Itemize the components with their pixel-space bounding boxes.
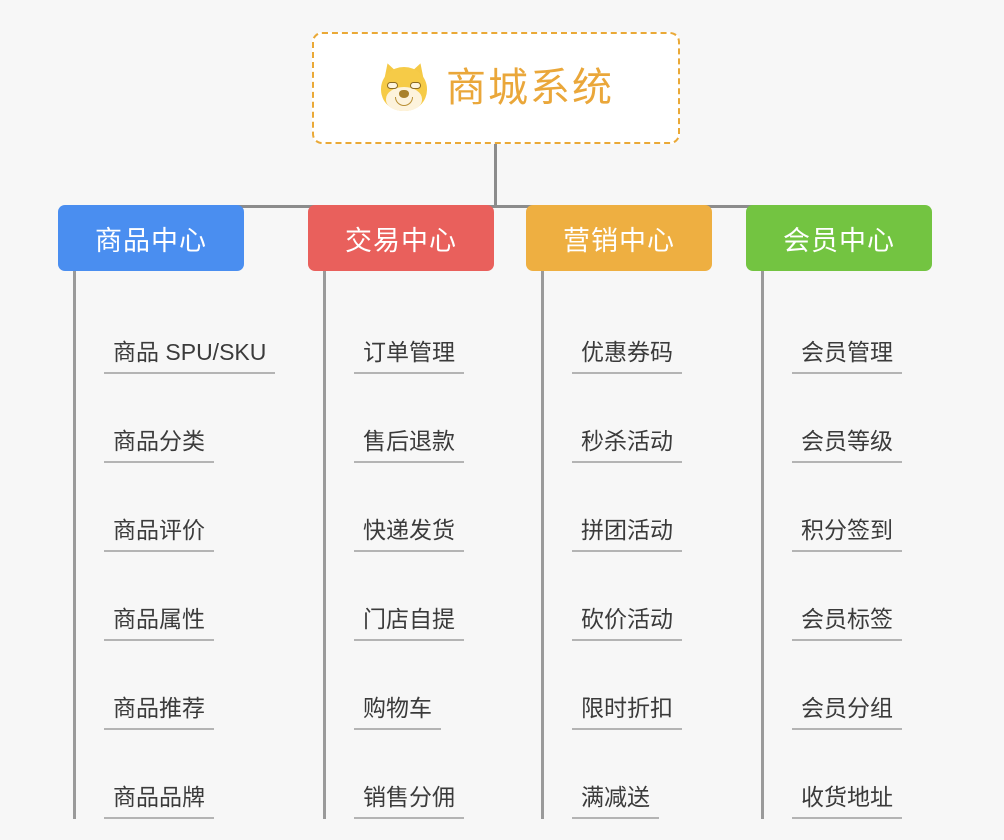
leaf-label: 商品 SPU/SKU <box>104 339 276 374</box>
leaf-list-product-center: 商品 SPU/SKU 商品分类 商品评价 商品属性 商品推荐 商品品牌 <box>73 271 276 819</box>
list-item[interactable]: 商品评价 <box>76 463 244 552</box>
connector-horizontal-bus <box>151 205 840 208</box>
branch-column-product-center: 商品中心 商品 SPU/SKU 商品分类 商品评价 商品属性 商品推荐 商品品牌 <box>58 205 276 819</box>
list-item[interactable]: 会员标签 <box>764 552 932 641</box>
leaf-label: 商品分类 <box>104 428 214 463</box>
list-item[interactable]: 满减送 <box>544 730 712 819</box>
category-title: 营销中心 <box>563 225 675 256</box>
leaf-label: 门店自提 <box>354 606 464 641</box>
category-header-trade-center[interactable]: 交易中心 <box>308 205 494 271</box>
list-item[interactable]: 积分签到 <box>764 463 932 552</box>
leaf-label: 快递发货 <box>354 517 464 552</box>
list-item[interactable]: 销售分佣 <box>326 730 494 819</box>
leaf-label: 购物车 <box>354 695 441 730</box>
list-item[interactable]: 售后退款 <box>326 374 494 463</box>
leaf-label: 商品品牌 <box>104 784 214 819</box>
leaf-list-marketing-center: 优惠券码 秒杀活动 拼团活动 砍价活动 限时折扣 满减送 <box>541 271 712 819</box>
leaf-label: 收货地址 <box>792 784 902 819</box>
root-node[interactable]: 商城系统 <box>312 32 680 144</box>
root-title: 商城系统 <box>446 66 614 110</box>
list-item[interactable]: 商品分类 <box>76 374 244 463</box>
leaf-label: 积分签到 <box>792 517 902 552</box>
branch-column-trade-center: 交易中心 订单管理 售后退款 快递发货 门店自提 购物车 销售分佣 <box>308 205 494 819</box>
leaf-list-member-center: 会员管理 会员等级 积分签到 会员标签 会员分组 收货地址 <box>761 271 932 819</box>
leaf-label: 订单管理 <box>354 339 464 374</box>
list-item[interactable]: 限时折扣 <box>544 641 712 730</box>
leaf-label: 会员等级 <box>792 428 902 463</box>
category-title: 商品中心 <box>95 225 207 256</box>
list-item[interactable]: 会员等级 <box>764 374 932 463</box>
list-item[interactable]: 商品属性 <box>76 552 244 641</box>
leaf-label: 会员分组 <box>792 695 902 730</box>
list-item[interactable]: 商品推荐 <box>76 641 244 730</box>
leaf-label: 会员管理 <box>792 339 902 374</box>
list-item[interactable]: 秒杀活动 <box>544 374 712 463</box>
list-item[interactable]: 快递发货 <box>326 463 494 552</box>
list-item[interactable]: 购物车 <box>326 641 494 730</box>
leaf-label: 限时折扣 <box>572 695 682 730</box>
leaf-label: 优惠券码 <box>572 339 682 374</box>
list-item[interactable]: 订单管理 <box>326 285 494 374</box>
category-header-marketing-center[interactable]: 营销中心 <box>526 205 712 271</box>
list-item[interactable]: 会员管理 <box>764 285 932 374</box>
category-header-product-center[interactable]: 商品中心 <box>58 205 244 271</box>
leaf-label: 商品推荐 <box>104 695 214 730</box>
list-item[interactable]: 拼团活动 <box>544 463 712 552</box>
list-item[interactable]: 收货地址 <box>764 730 932 819</box>
leaf-label: 拼团活动 <box>572 517 682 552</box>
list-item[interactable]: 商品品牌 <box>76 730 244 819</box>
shiba-dog-icon <box>378 60 430 114</box>
branch-column-marketing-center: 营销中心 优惠券码 秒杀活动 拼团活动 砍价活动 限时折扣 满减送 <box>526 205 712 819</box>
list-item[interactable]: 砍价活动 <box>544 552 712 641</box>
category-header-member-center[interactable]: 会员中心 <box>746 205 932 271</box>
leaf-label: 售后退款 <box>354 428 464 463</box>
leaf-label: 会员标签 <box>792 606 902 641</box>
leaf-label: 秒杀活动 <box>572 428 682 463</box>
leaf-label: 砍价活动 <box>572 606 682 641</box>
leaf-label: 满减送 <box>572 784 659 819</box>
leaf-label: 商品属性 <box>104 606 214 641</box>
leaf-list-trade-center: 订单管理 售后退款 快递发货 门店自提 购物车 销售分佣 <box>323 271 494 819</box>
connector-root-drop <box>494 144 497 207</box>
list-item[interactable]: 优惠券码 <box>544 285 712 374</box>
leaf-label: 销售分佣 <box>354 784 464 819</box>
list-item[interactable]: 商品 SPU/SKU <box>76 285 276 374</box>
category-title: 交易中心 <box>345 225 457 256</box>
leaf-label: 商品评价 <box>104 517 214 552</box>
list-item[interactable]: 会员分组 <box>764 641 932 730</box>
list-item[interactable]: 门店自提 <box>326 552 494 641</box>
category-title: 会员中心 <box>783 225 895 256</box>
branch-column-member-center: 会员中心 会员管理 会员等级 积分签到 会员标签 会员分组 收货地址 <box>746 205 932 819</box>
